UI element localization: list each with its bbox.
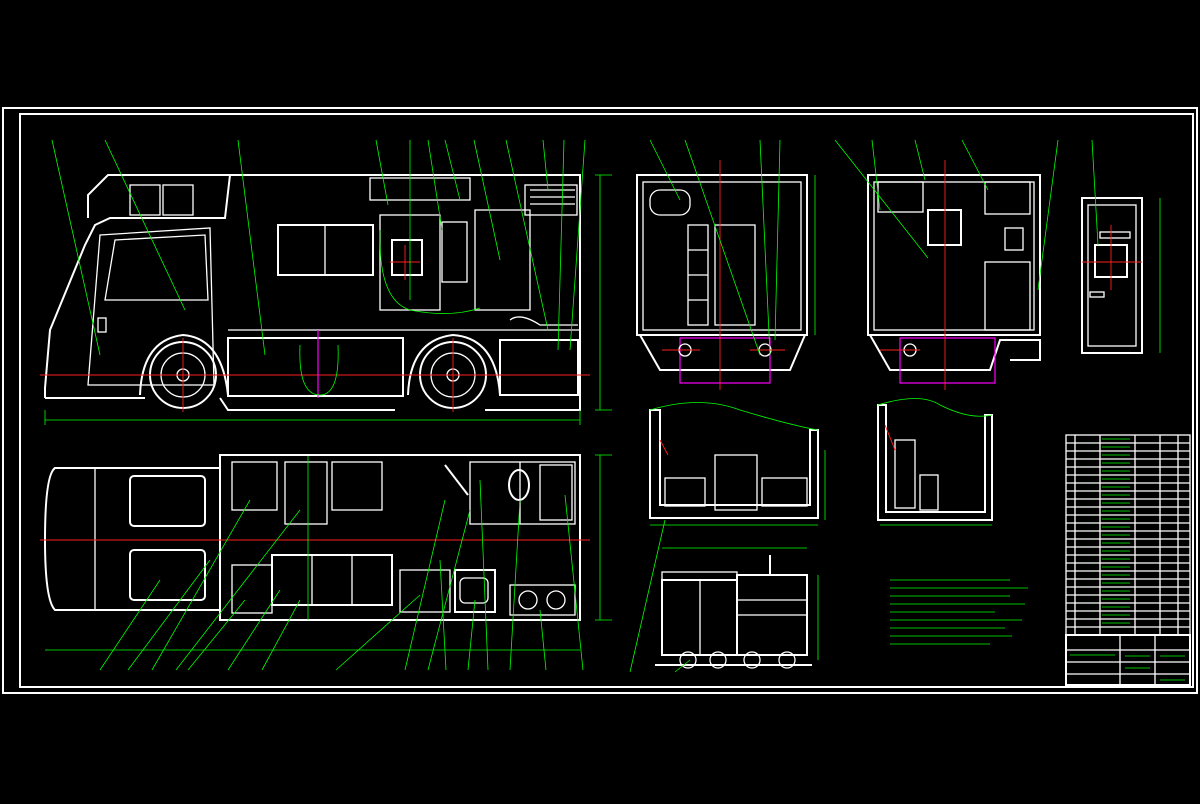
dinette-section bbox=[649, 402, 826, 526]
side-elevation bbox=[40, 139, 612, 425]
title-block bbox=[1065, 634, 1191, 686]
cabinet-elevation bbox=[629, 519, 819, 673]
technical-notes bbox=[890, 579, 1028, 645]
outer-border bbox=[2, 107, 1198, 694]
inner-border bbox=[19, 113, 1194, 688]
front-section bbox=[834, 139, 1059, 390]
rear-section bbox=[636, 139, 816, 390]
bill-of-materials bbox=[1065, 434, 1191, 636]
plan-view bbox=[40, 454, 612, 671]
bom-rows bbox=[1066, 438, 1190, 628]
wardrobe-section bbox=[877, 398, 993, 526]
door-elevation bbox=[1081, 139, 1161, 354]
